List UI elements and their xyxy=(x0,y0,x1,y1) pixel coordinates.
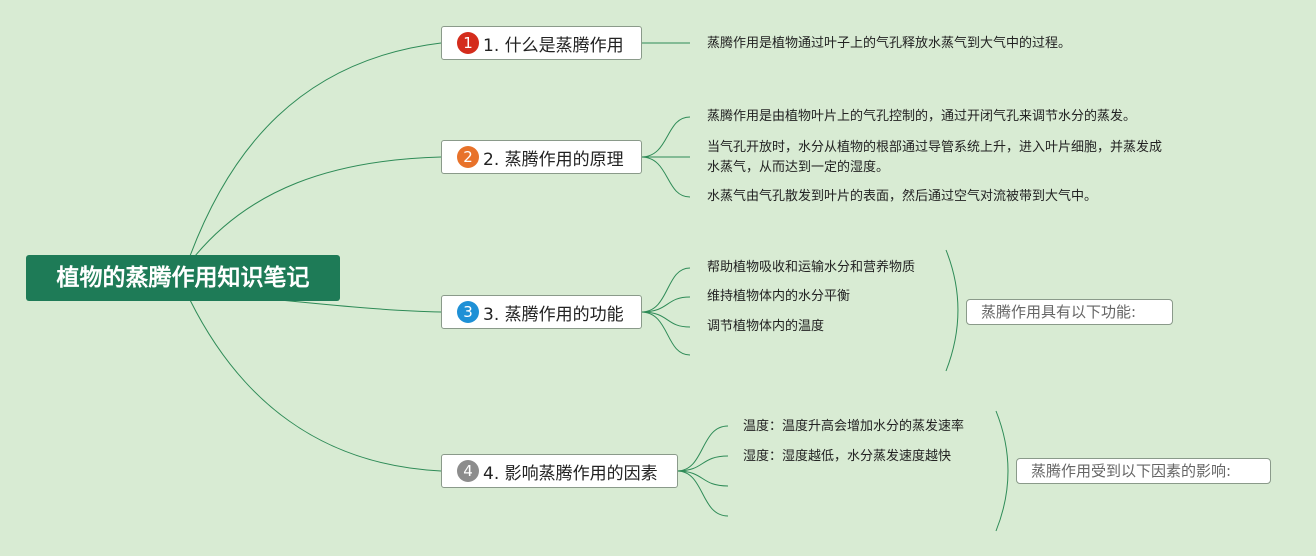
topic-2-leaf-2-cont[interactable]: 水蒸气，从而达到一定的湿度。 xyxy=(707,160,890,175)
topic-4-link-3 xyxy=(676,470,729,487)
topic-3-link-1 xyxy=(640,267,691,313)
topic-2-link-3 xyxy=(640,156,691,198)
topic-3-leaf-1[interactable]: 帮助植物吸收和运输水分和营养物质 xyxy=(707,260,916,275)
root-to-topic-1 xyxy=(189,42,442,257)
topic-3-summary[interactable]: 蒸腾作用具有以下功能: xyxy=(966,299,1173,325)
root-topic[interactable]: 植物的蒸腾作用知识笔记 xyxy=(26,255,340,301)
topic-4-summary[interactable]: 蒸腾作用受到以下因素的影响: xyxy=(1016,458,1271,484)
topic-3[interactable]: 3 3. 蒸腾作用的功能 xyxy=(441,295,642,329)
topic-4-brace xyxy=(995,410,1009,532)
topic-4-link-1 xyxy=(676,425,729,472)
root-to-topic-4 xyxy=(189,299,442,472)
root-to-topic-3 xyxy=(279,299,442,313)
number-1-icon: 1 xyxy=(457,32,479,54)
topic-4-link-2 xyxy=(676,455,729,472)
topic-3-link-2 xyxy=(640,296,691,313)
topic-3-link-3 xyxy=(640,311,691,328)
topic-4-leaf-1[interactable]: 温度：温度升高会增加水分的蒸发速率 xyxy=(743,419,965,434)
topic-2-leaf-3[interactable]: 水蒸气由气孔散发到叶片的表面，然后通过空气对流被带到大气中。 xyxy=(707,189,1098,204)
topic-2[interactable]: 2 2. 蒸腾作用的原理 xyxy=(441,140,642,174)
topic-2-leaf-1[interactable]: 蒸腾作用是由植物叶片上的气孔控制的，通过开闭气孔来调节水分的蒸发。 xyxy=(707,109,1137,124)
topic-4-link-4 xyxy=(676,470,729,517)
root-to-topic-2 xyxy=(194,156,442,257)
topic-2-leaf-2[interactable]: 当气孔开放时，水分从植物的根部通过导管系统上升，进入叶片细胞，并蒸发成 xyxy=(707,140,1163,155)
topic-3-label: 3. 蒸腾作用的功能 xyxy=(483,304,624,325)
topic-2-link-1 xyxy=(640,116,691,158)
topic-4-leaf-2[interactable]: 湿度：湿度越低，水分蒸发速度越快 xyxy=(743,449,952,464)
number-4-icon: 4 xyxy=(457,460,479,482)
topic-1-leaf-1[interactable]: 蒸腾作用是植物通过叶子上的气孔释放水蒸气到大气中的过程。 xyxy=(707,36,1072,51)
topic-4-label: 4. 影响蒸腾作用的因素 xyxy=(483,463,658,484)
topic-2-label: 2. 蒸腾作用的原理 xyxy=(483,149,624,170)
number-3-icon: 3 xyxy=(457,301,479,323)
topic-3-leaf-2[interactable]: 维持植物体内的水分平衡 xyxy=(707,289,851,304)
topic-1-label: 1. 什么是蒸腾作用 xyxy=(483,35,624,56)
topic-1[interactable]: 1 1. 什么是蒸腾作用 xyxy=(441,26,642,60)
topic-4[interactable]: 4 4. 影响蒸腾作用的因素 xyxy=(441,454,678,488)
topic-3-leaf-3[interactable]: 调节植物体内的温度 xyxy=(707,319,825,334)
topic-3-brace xyxy=(945,249,959,372)
topic-3-link-4 xyxy=(640,311,691,356)
number-2-icon: 2 xyxy=(457,146,479,168)
